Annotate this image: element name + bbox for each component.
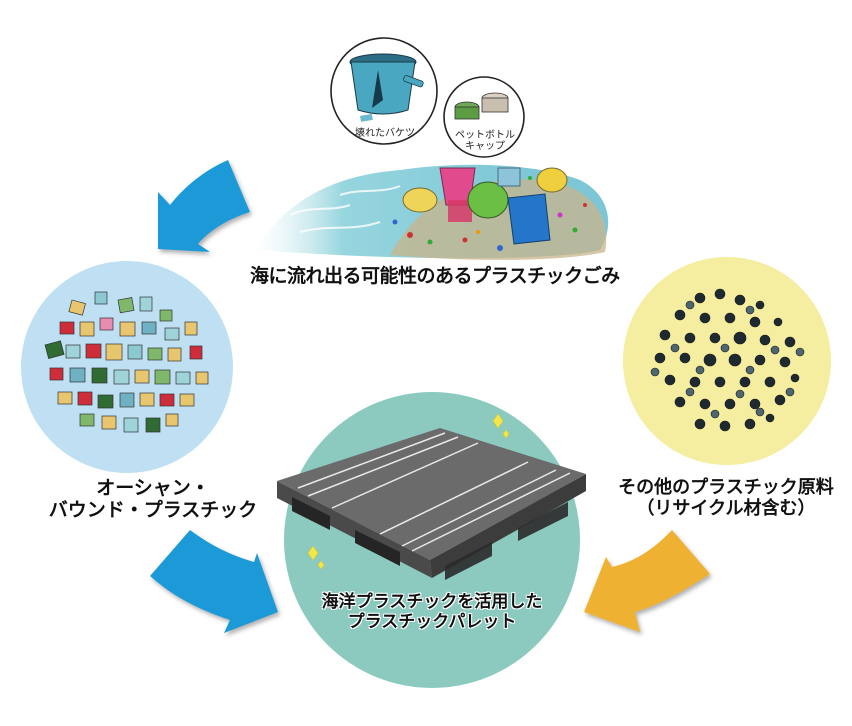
black-pellets-illustration <box>650 288 805 432</box>
cap-label-line2: キャップ <box>465 141 505 152</box>
other-plastic-materials-circle <box>623 257 831 465</box>
plastic-fragments-illustration <box>44 291 209 433</box>
cap-inset-label: ペットボトル キャップ <box>450 130 520 152</box>
other-materials-label-line1: その他のプラスチック原料 <box>618 477 834 498</box>
bucket-inset-label: 壊れたバケツ <box>350 128 420 139</box>
ocean-bound-label-line2: バウンド・プラスチック <box>48 498 258 521</box>
ocean-bound-label-line1: オーシャン・ <box>96 477 210 499</box>
pallet-label: 海洋プラスチックを活用した プラスチックパレット <box>292 592 572 632</box>
pallet-label-line1: 海洋プラスチックを活用した <box>321 592 543 612</box>
broken-bucket-icon <box>349 53 424 122</box>
inset-bottle-caps <box>443 76 525 158</box>
sea-waves <box>289 185 401 233</box>
pallet-label-line2: プラスチックパレット <box>347 611 517 632</box>
debris <box>392 176 587 251</box>
cap-label-line1: ペットボトル <box>455 130 515 141</box>
other-materials-label-line2: （リサイクル材含む） <box>636 497 816 519</box>
ocean-bound-label: オーシャン・ バウンド・プラスチック <box>28 477 278 522</box>
other-materials-label: その他のプラスチック原料 （リサイクル材含む） <box>600 477 852 519</box>
arrow-other-to-product <box>584 530 710 632</box>
arrow-ocean-bound-to-product <box>150 530 278 633</box>
plastic-pallet-icon <box>277 428 586 580</box>
arrow-source-to-ocean-bound <box>158 160 250 252</box>
source-caption: 海に流れ出る可能性のあるプラスチックごみ <box>250 265 620 287</box>
bottle-caps-icon <box>454 92 509 120</box>
sparkle-icon <box>307 413 510 570</box>
inset-broken-bucket <box>330 37 438 145</box>
bucket-label-text: 壊れたバケツ <box>355 128 415 139</box>
beach-litter-illustration <box>255 164 609 260</box>
ocean-bound-plastic-circle <box>21 261 233 473</box>
